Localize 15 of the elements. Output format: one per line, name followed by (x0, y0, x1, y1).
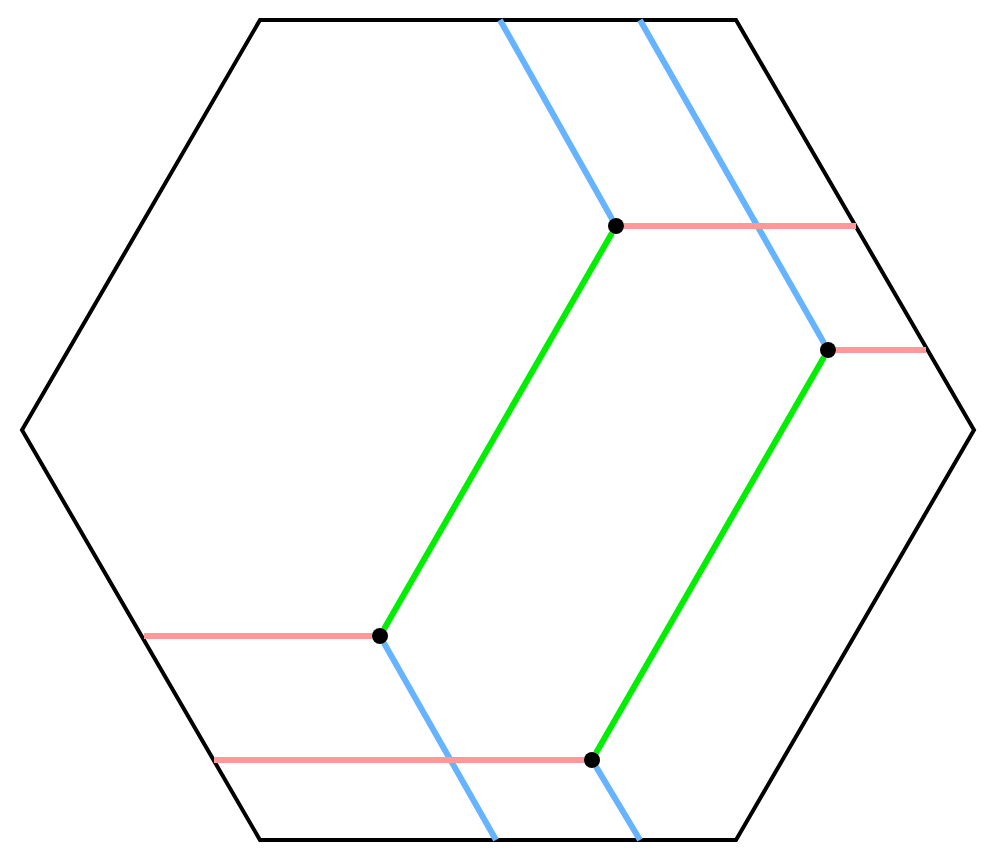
point-dot (608, 218, 624, 234)
hexagon-outline (22, 20, 974, 840)
line-segment (593, 355, 827, 755)
point-dot (372, 628, 388, 644)
line-segment (144, 633, 372, 639)
line-segment (836, 347, 926, 353)
line-segment (214, 757, 584, 763)
line-segment (624, 223, 856, 229)
line-segment (637, 18, 827, 345)
line-segment (381, 641, 499, 842)
line-segment (381, 231, 615, 631)
line-segment (593, 765, 643, 842)
point-dot (820, 342, 836, 358)
point-dot (584, 752, 600, 768)
line-segment (497, 18, 615, 221)
